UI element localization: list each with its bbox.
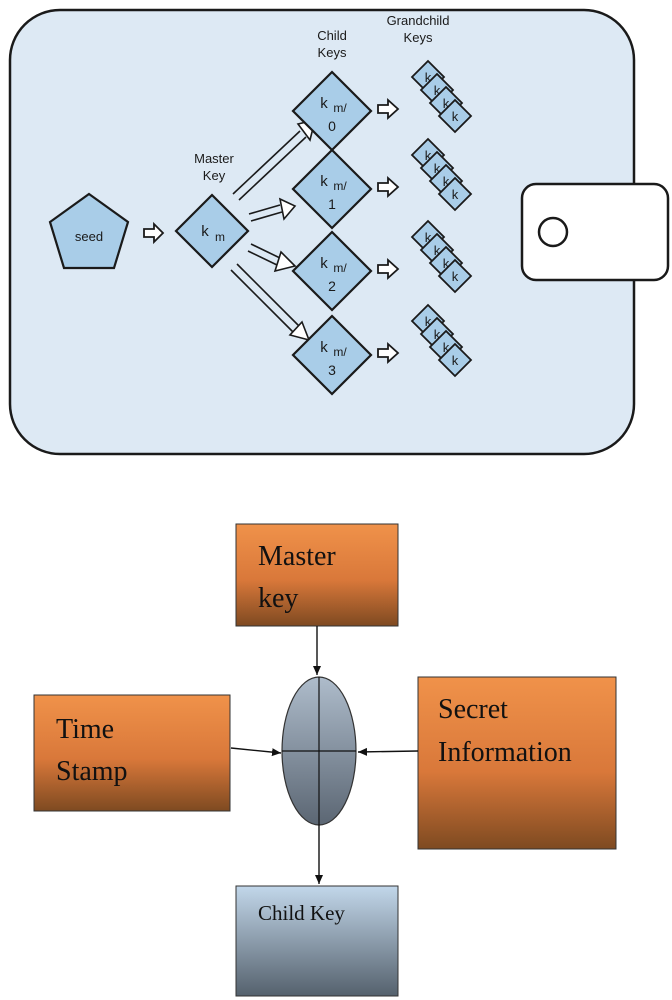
master-key-box: Master key bbox=[235, 523, 399, 627]
grandchild-key-letter: k bbox=[434, 83, 441, 98]
grandchild-key-letter: k bbox=[434, 327, 441, 342]
grandchild-key-letter: k bbox=[425, 230, 432, 245]
grandchild-key-letter: k bbox=[425, 314, 432, 329]
grandchild-key-letter: k bbox=[452, 109, 459, 124]
grandchild-key-letter: k bbox=[443, 340, 450, 355]
secret-information-box-line1: Secret bbox=[438, 694, 508, 725]
child-key-index: 3 bbox=[328, 362, 336, 378]
grandchild-key-letter: k bbox=[443, 256, 450, 271]
seed-node: seed bbox=[48, 192, 130, 270]
grandchild-keys-title-line1: Grandchild bbox=[387, 13, 450, 28]
master-key-title-line2: Key bbox=[203, 168, 226, 183]
clasp-button-icon bbox=[537, 216, 569, 248]
seed-to-master-arrow bbox=[143, 221, 165, 245]
wallet-clasp bbox=[520, 182, 670, 282]
master-key-base: k bbox=[201, 223, 209, 240]
secret-information-box-line2: Information bbox=[438, 737, 572, 768]
child-key-sub: m/ bbox=[333, 345, 347, 359]
grandchild-key-letter: k bbox=[434, 243, 441, 258]
child-to-grandchild-arrow bbox=[377, 97, 400, 121]
child-key-base: k bbox=[320, 95, 328, 112]
grandchild-key-letter: k bbox=[443, 96, 450, 111]
child-key-flow-diagram: Master key Time Stamp Secret Information… bbox=[33, 523, 617, 997]
combiner-ellipse bbox=[281, 676, 357, 826]
master-to-child-arrows bbox=[230, 118, 317, 342]
child-key-node-1: k m/1 bbox=[291, 148, 373, 230]
master-key-node: k m bbox=[174, 193, 250, 269]
grandchild-key-letter: k bbox=[434, 161, 441, 176]
grandchild-key-letter: k bbox=[452, 187, 459, 202]
master-key-box-line2: key bbox=[258, 583, 298, 614]
child-to-grandchild-arrow bbox=[377, 175, 400, 199]
child-key-base: k bbox=[320, 255, 328, 272]
master-key-box-line1: Master bbox=[258, 541, 336, 572]
master-key-sub: m bbox=[215, 230, 225, 244]
grandchild-key-letter: k bbox=[452, 269, 459, 284]
child-key-box: Child Key bbox=[235, 885, 399, 997]
time-stamp-box-line2: Stamp bbox=[56, 756, 128, 787]
grandchild-key-letter: k bbox=[425, 70, 432, 85]
child-to-grandchild-arrow bbox=[377, 341, 400, 365]
grandchild-key-letter: k bbox=[425, 148, 432, 163]
hd-wallet-diagram: seed Master Key k m Child Keys Grandchil… bbox=[8, 8, 670, 456]
child-key-base: k bbox=[320, 173, 328, 190]
grandchild-key-letter: k bbox=[443, 174, 450, 189]
child-key-sub: m/ bbox=[333, 101, 347, 115]
time-stamp-box-line1: Time bbox=[56, 714, 114, 745]
grandchild-key: k bbox=[437, 342, 473, 378]
child-key-index: 1 bbox=[328, 196, 336, 212]
master-key-title-line1: Master bbox=[194, 151, 234, 166]
grandchild-key: k bbox=[437, 176, 473, 212]
secret-information-box: Secret Information bbox=[417, 676, 617, 850]
child-key-sub: m/ bbox=[333, 261, 347, 275]
child-key-node-3: k m/3 bbox=[291, 314, 373, 396]
grandchild-key: k bbox=[437, 98, 473, 134]
child-key-sub: m/ bbox=[333, 179, 347, 193]
child-key-base: k bbox=[320, 339, 328, 356]
child-key-index: 2 bbox=[328, 278, 336, 294]
child-to-grandchild-arrow bbox=[377, 257, 400, 281]
timestamp-to-combiner-arrow bbox=[230, 747, 282, 757]
child-key-index: 0 bbox=[328, 118, 336, 134]
time-stamp-box: Time Stamp bbox=[33, 694, 231, 812]
grandchild-key-letter: k bbox=[452, 353, 459, 368]
child-keys-title-line2: Keys bbox=[318, 45, 347, 60]
grandchild-key: k bbox=[437, 258, 473, 294]
child-key-box-label: Child Key bbox=[258, 901, 345, 925]
seed-label: seed bbox=[75, 229, 103, 244]
secret-to-combiner-arrow bbox=[357, 747, 419, 756]
grandchild-keys-title-line2: Keys bbox=[404, 30, 433, 45]
child-key-node-2: k m/2 bbox=[291, 230, 373, 312]
child-keys-title-line1: Child bbox=[317, 28, 347, 43]
